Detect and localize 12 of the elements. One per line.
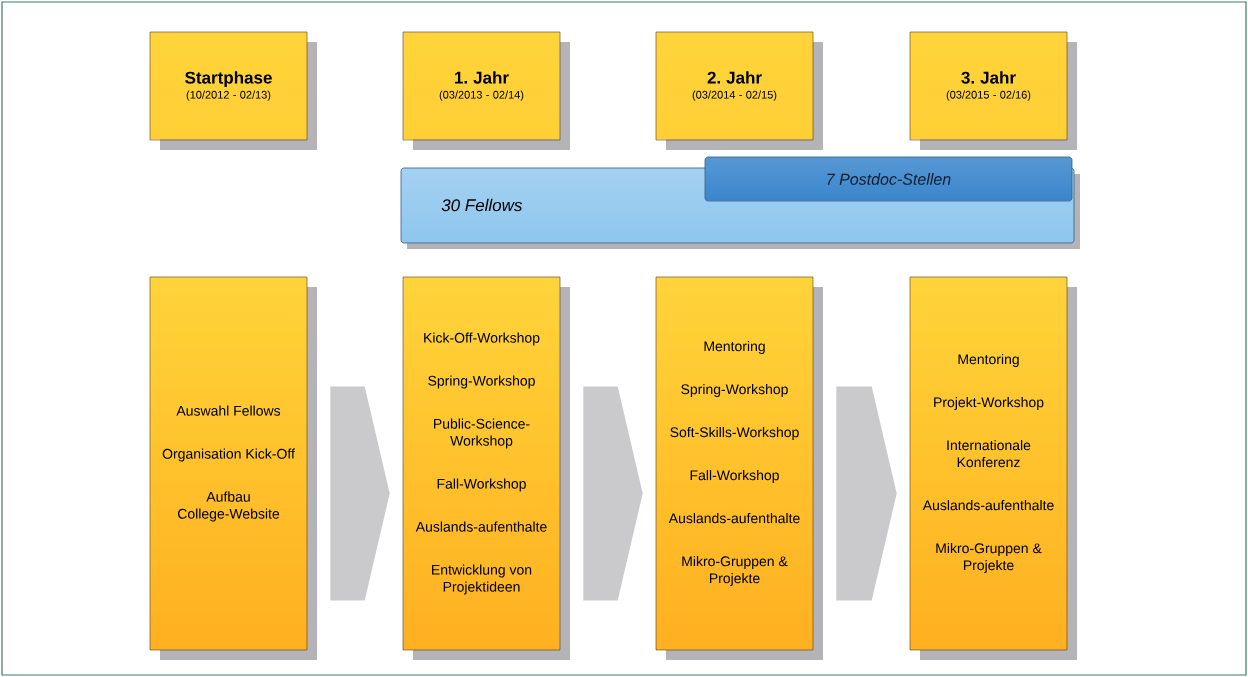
activity-box: Mentoring Spring-Workshop Soft-Skills-Workshop Fall-Workshop Auslands-aufenthalte Mikro-Gruppen & Projekte xyxy=(655,276,823,660)
activity-box: Auswahl Fellows Organisation Kick-Off Aufbau College-Website xyxy=(149,276,317,660)
phase-box: 1. Jahr (03/2013 - 02/14) xyxy=(402,31,570,150)
phase-box: 2. Jahr (03/2014 - 02/15) xyxy=(655,31,823,150)
chevron-arrow xyxy=(836,386,897,601)
activity-box: Kick-Off-Workshop Spring-Workshop Public-Science-Workshop Fall-Workshop Auslands-aufenthalte Entwicklung von Projektideen xyxy=(402,276,570,660)
phase-box: 3. Jahr (03/2015 - 02/16) xyxy=(909,31,1077,150)
timeline-bar: 7 Postdoc-Stellen xyxy=(704,156,1073,202)
activity-box: Mentoring Projekt-Workshop Internationale Konferenz Auslands-aufenthalte Mikro-Gruppen & Projekte xyxy=(909,276,1077,660)
phase-box: Startphase (10/2012 - 02/13) xyxy=(149,31,317,150)
chevron-arrow xyxy=(330,386,390,601)
chevron-arrow xyxy=(583,386,643,601)
